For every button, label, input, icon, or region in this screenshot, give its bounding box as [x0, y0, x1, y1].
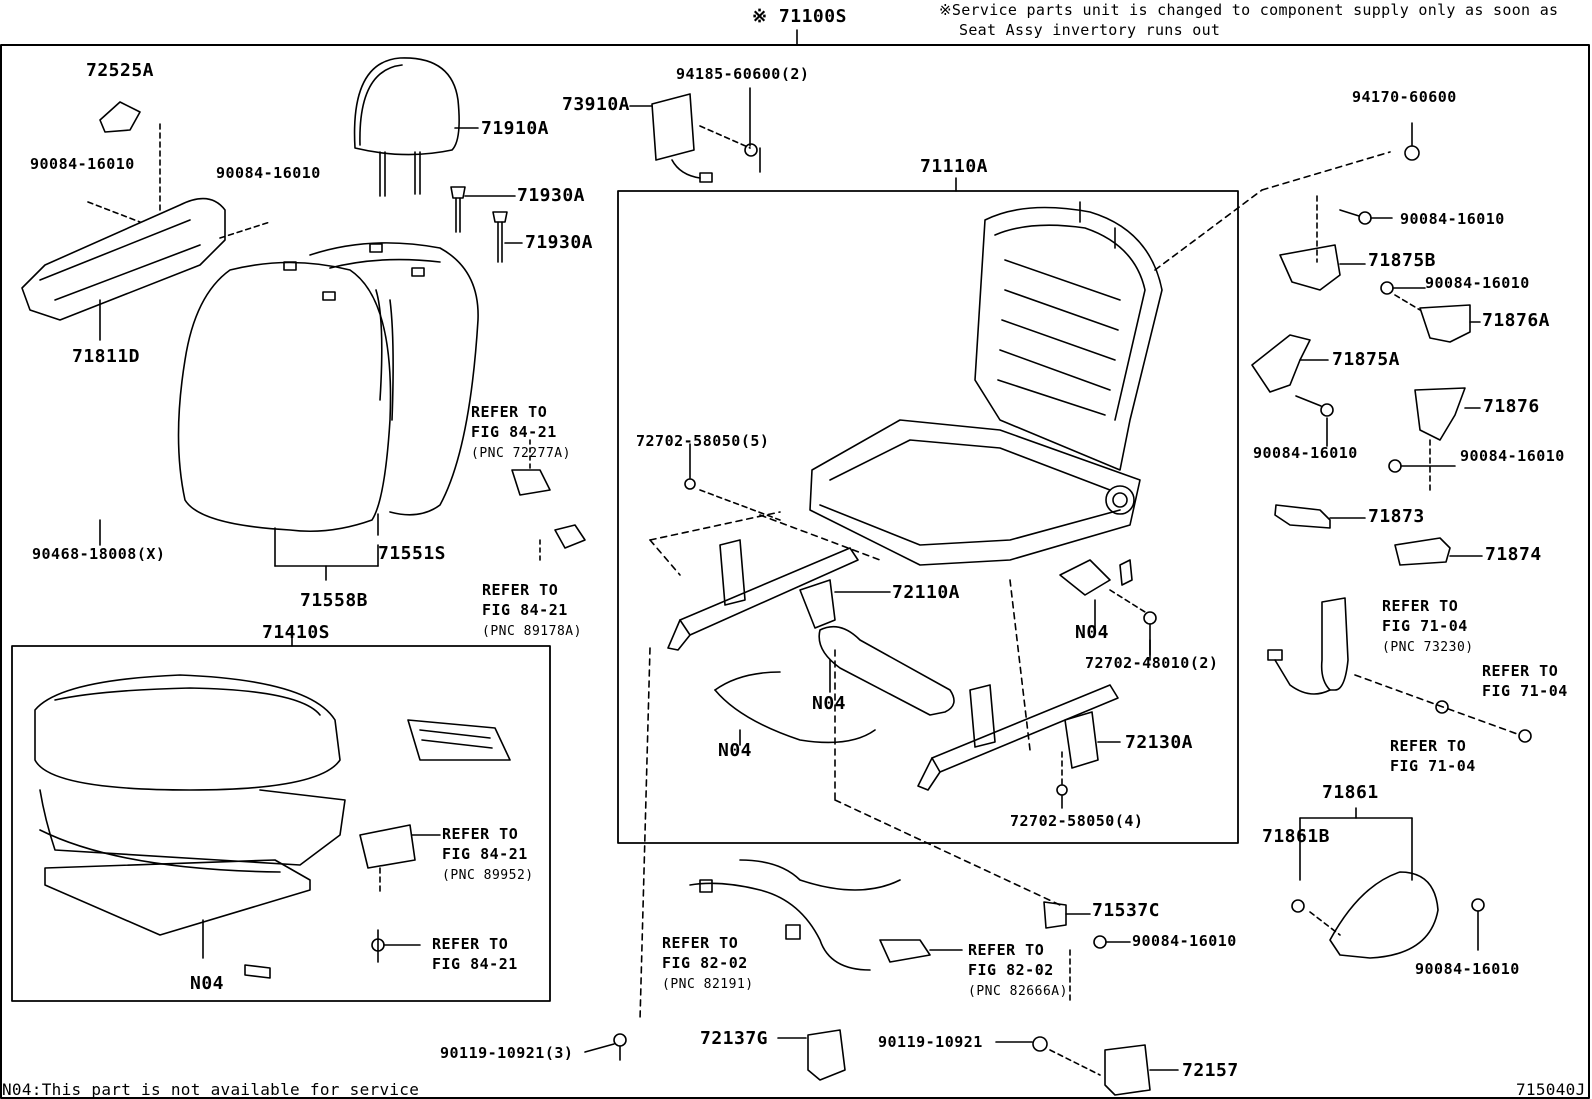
part-n04-b: N04 — [812, 693, 847, 714]
part-71873: 71873 — [1368, 506, 1425, 527]
part-90119-10921: 90119-10921 — [878, 1033, 983, 1051]
bottom-parts — [584, 949, 1179, 1096]
wire-harness-drawing — [689, 859, 1131, 971]
service-note-line2: Seat Assy invertory runs out — [959, 21, 1221, 39]
part-90084-16010-h: 90084-16010 — [1132, 932, 1237, 950]
figure-id: 715040J — [1516, 1080, 1586, 1099]
part-71811D: 71811D — [72, 346, 141, 367]
leader-lines — [99, 105, 1151, 661]
part-72702-58050-4: 72702-58050(4) — [1010, 812, 1144, 830]
armrest-drawing — [21, 101, 271, 341]
part-90468-18008: 90468-18008(X) — [32, 545, 166, 563]
refer-to-72277A: REFER TO FIG 84-21 (PNC 72277A) — [471, 403, 571, 461]
part-71551S: 71551S — [378, 543, 447, 564]
part-72130A: 72130A — [1125, 732, 1194, 753]
outer-frame — [0, 44, 1590, 1099]
part-72110A: 72110A — [892, 582, 961, 603]
service-note-line1: ※Service parts unit is changed to compon… — [939, 1, 1559, 19]
seat-track-left — [639, 511, 891, 1021]
part-90084-16010-a: 90084-16010 — [30, 155, 135, 173]
seat-frame-drawing — [809, 151, 1391, 566]
refer-to-82191: REFER TO FIG 82-02 (PNC 82191) — [662, 934, 754, 992]
part-90119-10921-3: 90119-10921(3) — [440, 1044, 574, 1062]
n04-footnote: N04:This part is not available for servi… — [2, 1080, 420, 1099]
seatback-cover-drawing — [177, 242, 479, 581]
recliner-cover-drawing — [1291, 807, 1485, 959]
part-71875A: 71875A — [1332, 349, 1401, 370]
refer-to-fig-71-04-b: REFER TO FIG 71-04 — [1390, 737, 1476, 775]
refer-to-89952: REFER TO FIG 84-21 (PNC 89952) — [442, 825, 534, 883]
part-71110A: 71110A — [920, 156, 989, 177]
part-71874: 71874 — [1485, 544, 1542, 565]
part-71930A-1: 71930A — [517, 185, 586, 206]
part-72157: 72157 — [1182, 1060, 1239, 1081]
side-airbag-drawing — [651, 87, 758, 183]
refer-to-fig-84-21: REFER TO FIG 84-21 — [432, 935, 518, 973]
part-90084-16010-f: 90084-16010 — [1460, 447, 1565, 465]
part-n04-d: N04 — [190, 973, 225, 994]
seat-cushion-box — [11, 645, 551, 1002]
refer-to-82666A: REFER TO FIG 82-02 (PNC 82666A) — [968, 941, 1068, 999]
part-71558B: 71558B — [300, 590, 369, 611]
part-71861: 71861 — [1322, 782, 1379, 803]
assembly-label: ※ 71100S — [752, 6, 847, 27]
seat-belt-buckle — [1267, 597, 1532, 743]
part-73910A: 73910A — [562, 94, 631, 115]
refer-to-89178A: REFER TO FIG 84-21 (PNC 89178A) — [482, 581, 582, 639]
part-71861B: 71861B — [1262, 826, 1331, 847]
part-n04-a: N04 — [1075, 622, 1110, 643]
part-90084-16010-c: 90084-16010 — [1400, 210, 1505, 228]
part-72525A: 72525A — [86, 60, 155, 81]
part-71537C: 71537C — [1092, 900, 1161, 921]
part-72702-48010: 72702-48010(2) — [1085, 654, 1219, 672]
part-71876A: 71876A — [1482, 310, 1551, 331]
part-n04-c: N04 — [718, 740, 753, 761]
part-90084-16010-e: 90084-16010 — [1253, 444, 1358, 462]
headrest-supports — [450, 186, 523, 263]
seat-cushion-drawing — [34, 674, 511, 979]
part-94185-60600: 94185-60600(2) — [676, 65, 810, 83]
refer-to-fig-71-04-a: REFER TO FIG 71-04 — [1482, 662, 1568, 700]
seat-track-right — [834, 579, 1121, 906]
part-71910A: 71910A — [481, 118, 550, 139]
part-71410S: 71410S — [262, 622, 331, 643]
part-72137G: 72137G — [700, 1028, 769, 1049]
part-90084-16010-g: 90084-16010 — [1415, 960, 1520, 978]
part-90084-16010-d: 90084-16010 — [1425, 274, 1530, 292]
side-cover-parts — [1251, 122, 1483, 566]
adjuster-handle-and-wire — [714, 625, 955, 746]
refer-to-73230: REFER TO FIG 71-04 (PNC 73230) — [1382, 597, 1474, 655]
part-72702-58050-5: 72702-58050(5) — [636, 432, 770, 450]
frame-bolts — [684, 443, 1068, 809]
part-90084-16010-b: 90084-16010 — [216, 164, 321, 182]
part-94170-60600: 94170-60600 — [1352, 88, 1457, 106]
headrest-drawing — [353, 57, 479, 197]
part-71876: 71876 — [1483, 396, 1540, 417]
part-71930A-2: 71930A — [525, 232, 594, 253]
part-71875B: 71875B — [1368, 250, 1437, 271]
